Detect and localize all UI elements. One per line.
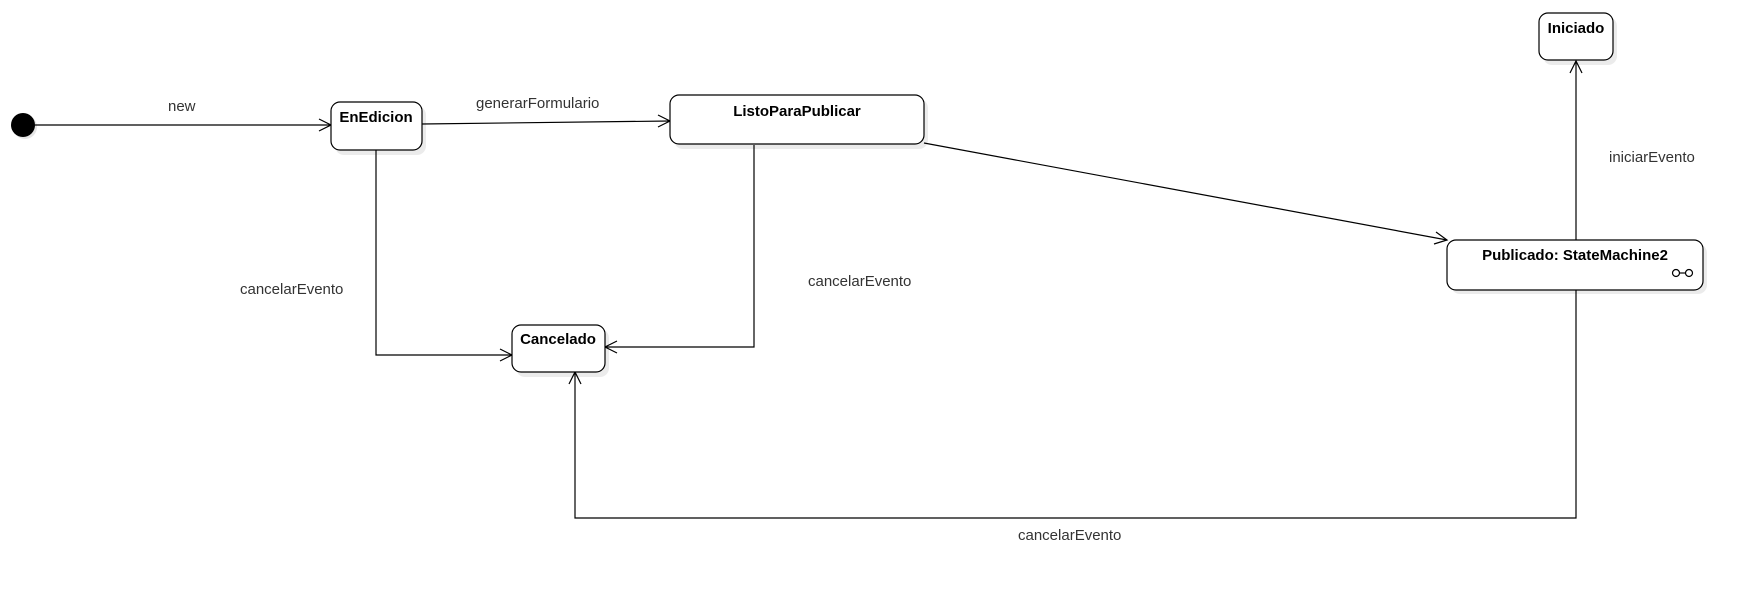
transition-publicar (923, 142, 1449, 245)
state-iniciado[interactable]: Iniciado (1538, 12, 1617, 65)
transition-cancel-publicado: cancelarEvento (568, 290, 1577, 544)
transition-cancel-listo: cancelarEvento (603, 145, 911, 354)
transition-generar-label: generarFormulario (476, 95, 599, 112)
transition-cancel-listo-line (605, 145, 755, 348)
transition-publicar-line (923, 142, 1448, 241)
transition-new: new (35, 98, 333, 132)
state-iniciado-label: Iniciado (1548, 20, 1605, 37)
state-publicado-label: Publicado: StateMachine2 (1482, 247, 1668, 264)
initial-node (11, 113, 35, 137)
transition-publicar-arrow (1433, 231, 1449, 245)
state-listo-box (669, 94, 925, 145)
state-en-edicion[interactable]: EnEdicion (330, 101, 426, 155)
transition-cancel-listo-label: cancelarEvento (808, 273, 911, 290)
state-publicado-box (1446, 239, 1704, 291)
transition-cancel-publicado-line (574, 290, 1577, 519)
transition-cancel-edicion-label: cancelarEvento (240, 281, 343, 298)
submachine-icon (1671, 268, 1694, 278)
state-listo-para-publicar[interactable]: ListoParaPublicar (669, 94, 928, 149)
state-en-edicion-box (330, 101, 423, 151)
transition-cancel-edicion: cancelarEvento (240, 150, 514, 362)
state-en-edicion-label: EnEdicion (339, 109, 412, 126)
transition-generar-formulario: generarFormulario (421, 95, 672, 128)
state-cancelado-label: Cancelado (520, 331, 596, 348)
state-publicado[interactable]: Publicado: StateMachine2 (1446, 239, 1707, 294)
transition-generar-line (421, 120, 671, 125)
transition-iniciar: iniciarEvento (1569, 59, 1695, 240)
transition-iniciar-label: iniciarEvento (1609, 149, 1695, 166)
transition-new-label: new (168, 98, 196, 115)
state-listo-label: ListoParaPublicar (733, 103, 861, 120)
state-cancelado-box (511, 324, 606, 373)
submachine-icon-right-circle (1684, 268, 1694, 278)
state-iniciado-box (1538, 12, 1614, 61)
transition-iniciar-arrow (1569, 59, 1583, 74)
transition-cancel-publicado-label: cancelarEvento (1018, 527, 1121, 544)
transition-cancel-edicion-line (375, 150, 512, 356)
state-cancelado[interactable]: Cancelado (511, 324, 609, 377)
